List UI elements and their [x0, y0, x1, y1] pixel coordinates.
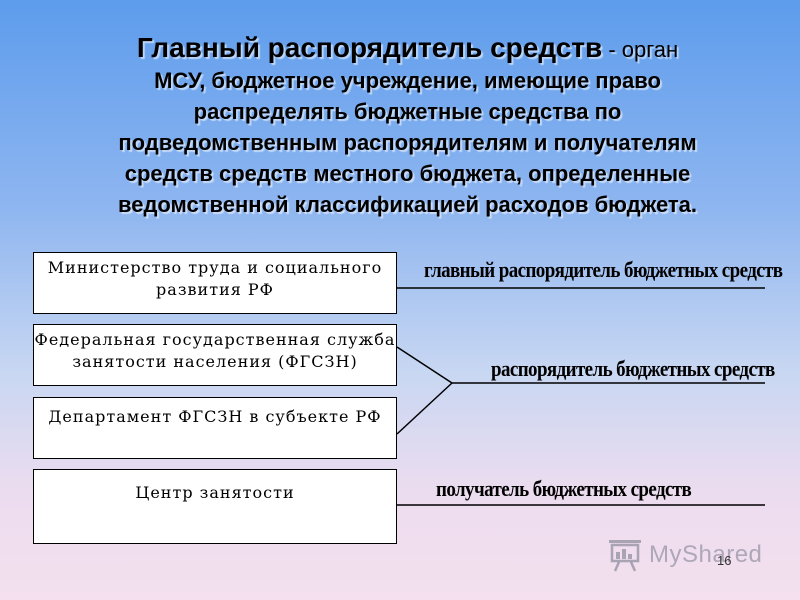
slide-title: Главный распорядитель средств - орган МС…	[40, 32, 775, 220]
watermark-text: MyShared	[649, 541, 763, 568]
connector-branch-lower	[396, 382, 453, 435]
org-box-department-line-1: Департамент ФГСЗН в субъекте РФ	[48, 407, 382, 426]
role-label-recipient: получатель бюджетных средств	[436, 477, 692, 502]
title-dash: -	[602, 37, 622, 62]
org-box-ministry-line-2: развития РФ	[156, 280, 274, 299]
org-box-federal-service-line-2: занятости населения (ФГСЗН)	[72, 352, 358, 371]
title-line-3: распределять бюджетные средства по	[193, 99, 622, 124]
org-box-ministry-line-1: Министерство труда и социального	[47, 258, 383, 277]
watermark: MyShared	[607, 538, 762, 572]
title-line-4: подведомственным распорядителям и получа…	[118, 130, 697, 155]
title-line-6: ведомственной классификацией расходов бю…	[117, 192, 698, 217]
title-line-2: МСУ, бюджетное учреждение, имеющие право	[154, 68, 661, 93]
role-label-chief: главный распорядитель бюджетных средств	[424, 258, 783, 283]
page-number: 16	[717, 553, 732, 568]
org-box-federal-service-line-1: Федеральная государственная служба	[34, 330, 396, 349]
role-label-manager: распорядитель бюджетных средств	[491, 357, 775, 382]
org-box-employment-center: Центр занятости	[33, 469, 397, 544]
connector-branch-upper	[396, 346, 453, 384]
title-lead: орган	[621, 37, 679, 62]
title-term: Главный распорядитель средств	[136, 32, 603, 63]
org-box-employment-center-line-1: Центр занятости	[135, 483, 295, 502]
org-box-department: Департамент ФГСЗН в субъекте РФ	[33, 397, 397, 459]
projector-screen-icon	[609, 540, 641, 572]
org-box-federal-service: Федеральная государственная служба занят…	[33, 324, 397, 386]
org-box-ministry: Министерство труда и социального развити…	[33, 252, 397, 314]
title-line-5: средств средств местного бюджета, опреде…	[124, 161, 691, 186]
